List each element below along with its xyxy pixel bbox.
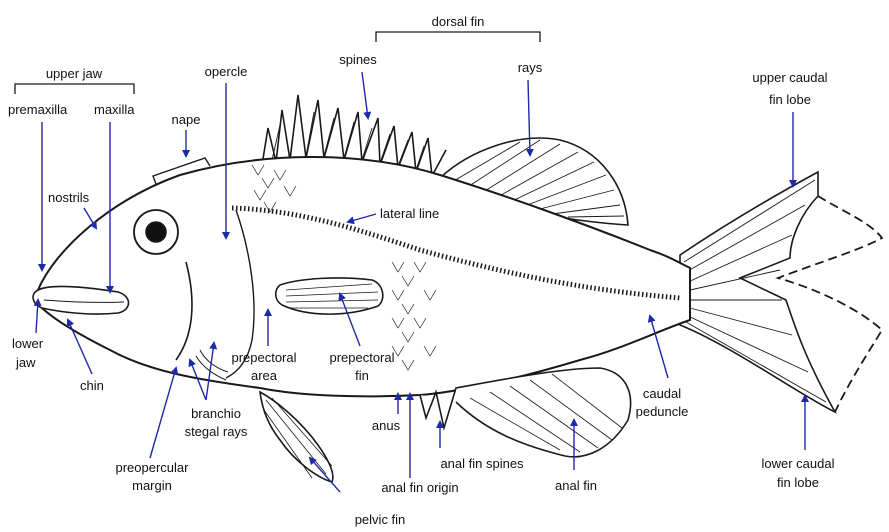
dorsal-fin-bracket <box>376 32 540 42</box>
label-nape: nape <box>172 112 201 127</box>
label-prepectoral-area-1: prepectoral <box>231 350 296 365</box>
label-preopercular-2: margin <box>132 478 172 493</box>
label-chin: chin <box>80 378 104 393</box>
label-lower-caudal-2: fin lobe <box>777 475 819 490</box>
upper-jaw-bracket <box>15 84 134 94</box>
pointer-preopercular <box>150 368 176 458</box>
label-caudal-2: peduncle <box>636 404 689 419</box>
label-lower-jaw-1: lower <box>12 336 44 351</box>
label-opercle: opercle <box>205 64 248 79</box>
label-nostrils: nostrils <box>48 190 90 205</box>
label-upper-caudal-2: fin lobe <box>769 92 811 107</box>
label-prepectoral-fin-2: fin <box>355 368 369 383</box>
label-upper-jaw: upper jaw <box>46 66 103 81</box>
label-pelvic-fin: pelvic fin <box>355 512 406 527</box>
pointer-spines <box>362 72 368 118</box>
label-branchio-2: stegal rays <box>185 424 248 439</box>
label-prepectoral-area-2: area <box>251 368 278 383</box>
pelvic-fin <box>260 392 333 482</box>
label-lower-caudal-1: lower caudal <box>762 456 835 471</box>
label-upper-caudal-1: upper caudal <box>752 70 827 85</box>
label-anal-fin: anal fin <box>555 478 597 493</box>
label-caudal-1: caudal <box>643 386 681 401</box>
label-branchio-1: branchio <box>191 406 241 421</box>
label-lower-jaw-2: jaw <box>15 355 36 370</box>
brackets <box>15 32 540 94</box>
label-premaxilla: premaxilla <box>8 102 68 117</box>
label-anal-fin-origin: anal fin origin <box>381 480 458 495</box>
label-prepectoral-fin-1: prepectoral <box>329 350 394 365</box>
label-preopercular-1: preopercular <box>116 460 190 475</box>
label-maxilla: maxilla <box>94 102 135 117</box>
label-dorsal-fin: dorsal fin <box>432 14 485 29</box>
caudal-fin <box>680 172 882 412</box>
label-anal-fin-spines: anal fin spines <box>440 456 524 471</box>
pectoral-fin <box>276 278 383 314</box>
label-lateral-line: lateral line <box>380 206 439 221</box>
label-anus: anus <box>372 418 401 433</box>
label-rays: rays <box>518 60 543 75</box>
label-spines: spines <box>339 52 377 67</box>
